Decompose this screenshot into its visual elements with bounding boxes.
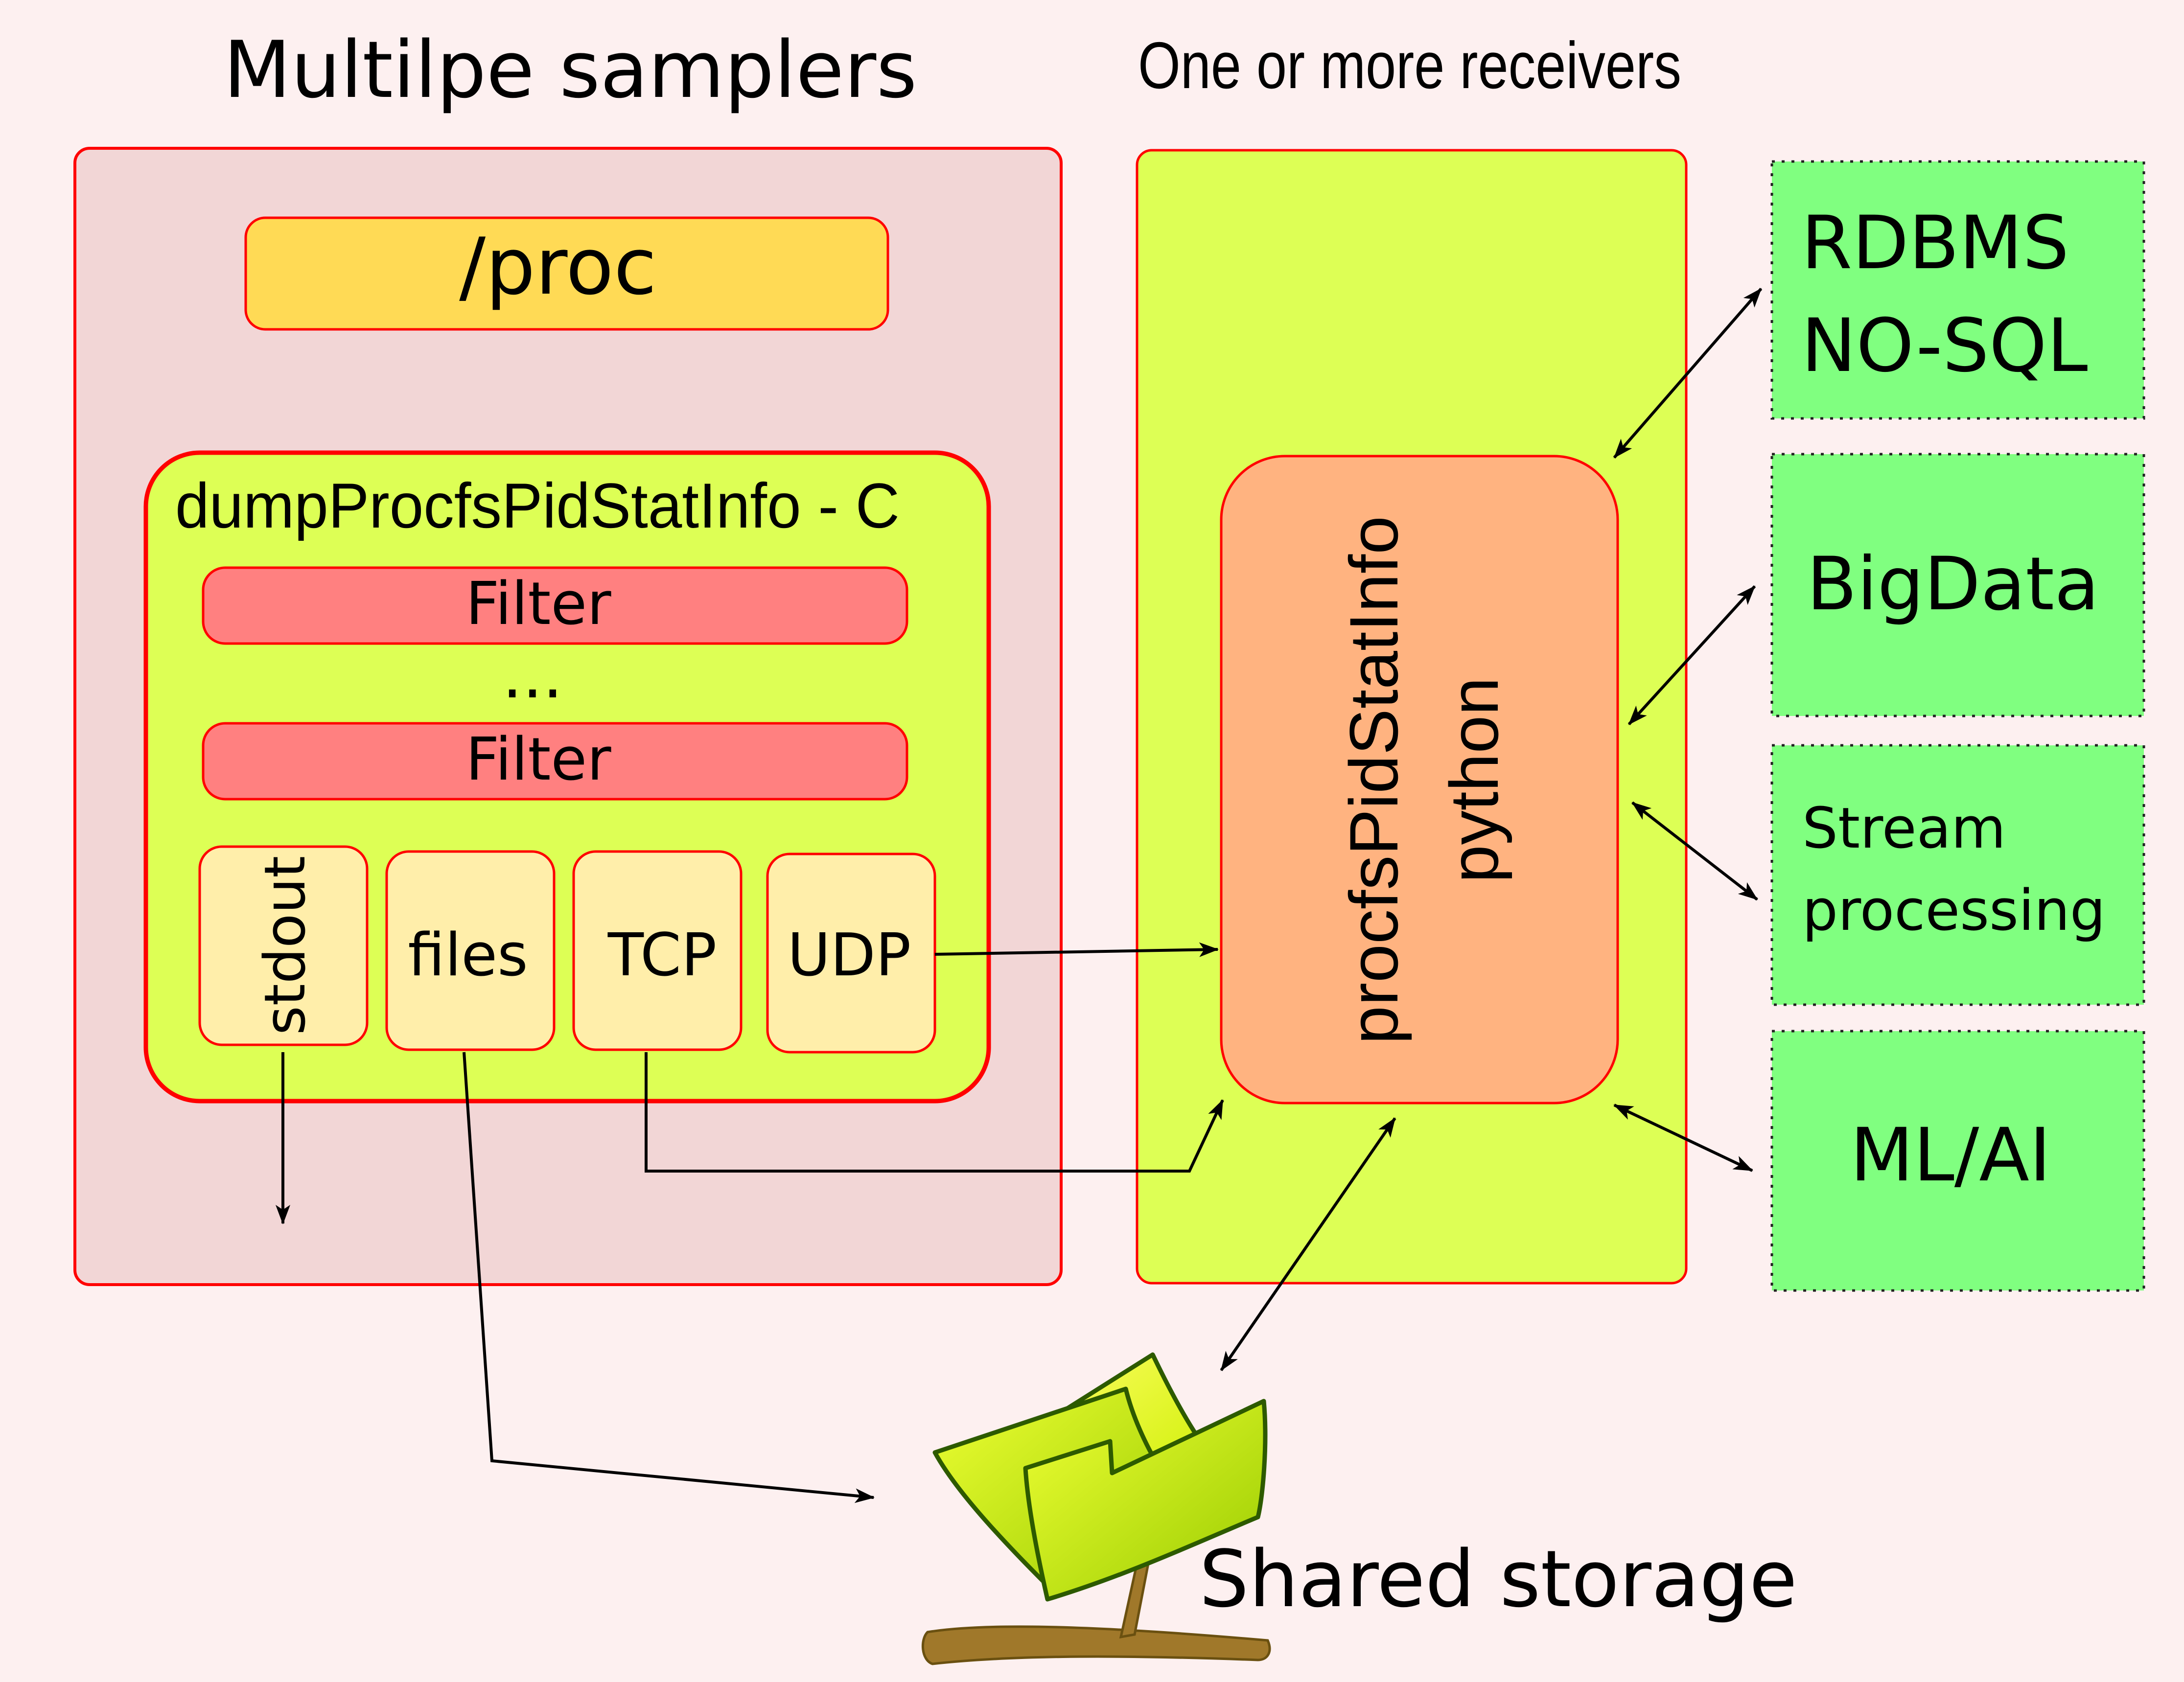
filter-ellipsis: ... [502, 638, 563, 713]
destination-stream-line2: processing [1802, 878, 2106, 944]
destination-bigdata [1770, 453, 2145, 717]
filter-1 [202, 566, 908, 645]
samplers-title: Multilpe samplers [223, 24, 917, 115]
output-files-label: files [408, 922, 528, 990]
filter-2-label: Filter [465, 726, 611, 794]
python-program-box [1220, 455, 1619, 1105]
proc-label: /proc [459, 221, 657, 312]
output-udp-label: UDP [788, 922, 911, 990]
folder-icon [921, 1352, 1271, 1665]
output-stdout [198, 845, 369, 1046]
output-files [385, 850, 556, 1051]
destination-mlai [1770, 1030, 2145, 1292]
arrow-receiver-mlai [1613, 1104, 1753, 1172]
arrow-receiver-stream [1631, 801, 1758, 901]
destination-mlai-label: ML/AI [1850, 1113, 2051, 1198]
destination-rdbms-line2: NO-SQL [1801, 303, 2088, 389]
filter-1-label: Filter [465, 570, 611, 638]
arrow-files-to-storage [463, 1052, 875, 1503]
output-tcp [572, 850, 743, 1051]
destination-bigdata-label: BigData [1807, 542, 2099, 627]
storage-label: Shared storage [1199, 1533, 1797, 1625]
destination-rdbms [1770, 160, 2145, 420]
output-tcp-label: TCP [607, 922, 717, 990]
python-program-name: procfsPidStatInfo [1335, 516, 1412, 1044]
arrow-tcp-to-receiver [645, 1052, 1224, 1173]
receivers-title: One or more receivers [1138, 28, 1681, 102]
output-stdout-label: stdout [253, 856, 318, 1035]
arrow-receiver-bigdata [1627, 585, 1756, 726]
destination-rdbms-line1: RDBMS [1801, 201, 2069, 286]
program-label: dumpProcfsPidStatInfo - C [175, 470, 900, 541]
arrow-receiver-rdbms [1613, 288, 1763, 459]
python-program-lang: python [1436, 677, 1512, 883]
connectors [276, 288, 1763, 1503]
destination-stream-line1: Stream [1802, 796, 2006, 861]
proc-box [244, 216, 889, 331]
arrow-receiver-storage [1220, 1117, 1396, 1371]
arrow-udp-to-receiver [934, 942, 1219, 957]
destination-stream [1770, 744, 2145, 1006]
filter-2 [202, 722, 908, 801]
